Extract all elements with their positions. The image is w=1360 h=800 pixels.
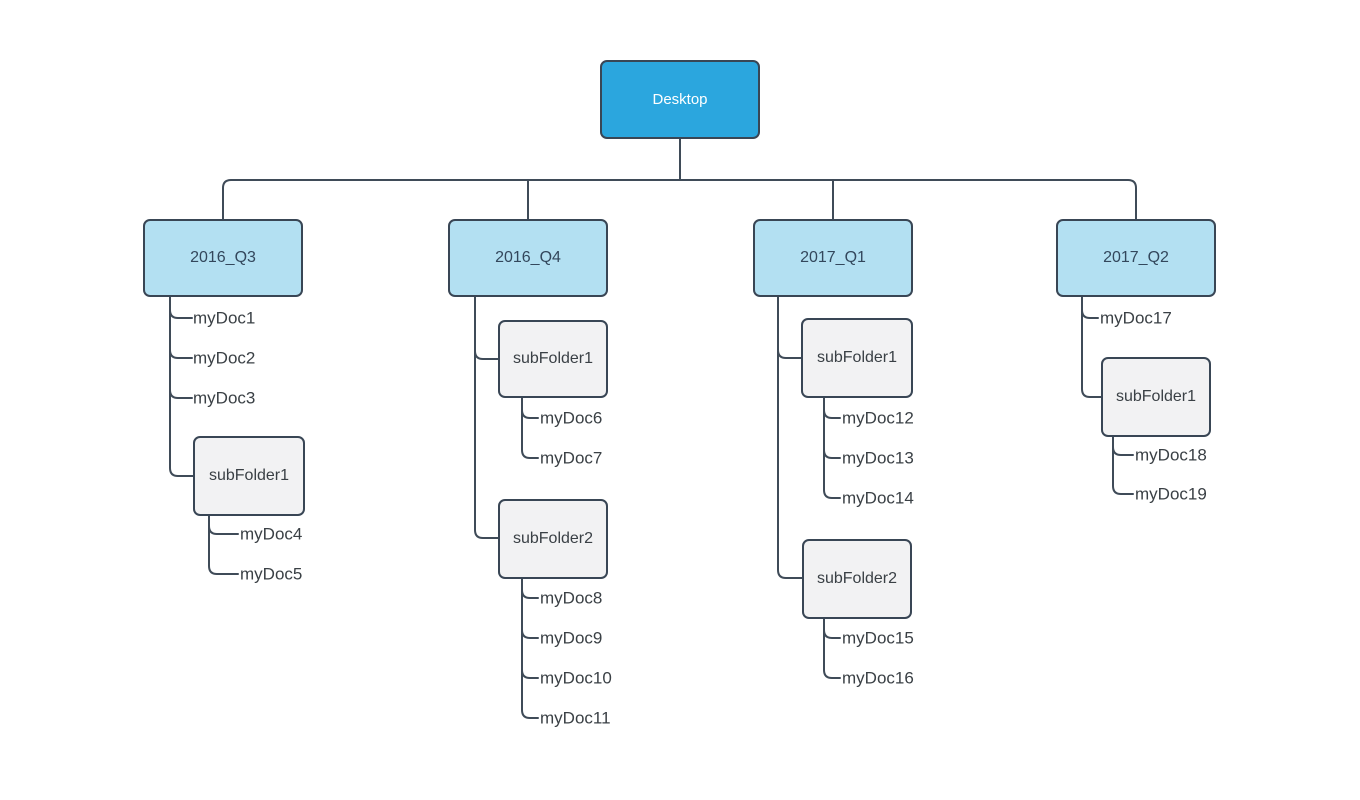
- doc-mydoc10: myDoc10: [540, 668, 612, 688]
- connector-q4-trunk: [474, 296, 499, 539]
- doc-mydoc8: myDoc8: [540, 588, 603, 608]
- doc-mydoc5: myDoc5: [240, 564, 303, 584]
- node-q2-subfolder1: subFolder1: [1101, 357, 1211, 437]
- connector-q4-doc8: [521, 589, 539, 599]
- doc-mydoc2: myDoc2: [193, 348, 256, 368]
- connector-q3-doc4: [208, 525, 239, 535]
- doc-mydoc12: myDoc12: [842, 408, 914, 428]
- connector-q4-doc9: [521, 629, 539, 639]
- doc-mydoc3: myDoc3: [193, 388, 256, 408]
- connector-q3-doc1: [169, 309, 193, 319]
- connector-q1-sub1-trunk: [823, 397, 841, 499]
- node-q1-subfolder2: subFolder2: [802, 539, 912, 619]
- connector-q2-doc17: [1081, 309, 1099, 319]
- doc-mydoc9: myDoc9: [540, 628, 603, 648]
- connector-q1-doc12: [823, 409, 841, 419]
- connector-bus: [222, 179, 1137, 220]
- connector-q3-trunk: [169, 296, 194, 477]
- connector-q4-sub2-trunk: [521, 578, 539, 719]
- node-q3-subfolder1: subFolder1: [193, 436, 305, 516]
- doc-mydoc6: myDoc6: [540, 408, 603, 428]
- node-2016-q4: 2016_Q4: [448, 219, 608, 297]
- node-2016-q3-label: 2016_Q3: [190, 249, 256, 266]
- doc-mydoc1: myDoc1: [193, 308, 256, 328]
- doc-mydoc19: myDoc19: [1135, 484, 1207, 504]
- connector-q1-doc15: [823, 629, 841, 639]
- connector-q4-sub1: [474, 350, 499, 360]
- node-q4-subfolder2-label: subFolder2: [512, 530, 594, 547]
- connector-q4-doc10: [521, 669, 539, 679]
- node-desktop-label: Desktop: [652, 91, 708, 108]
- doc-mydoc4: myDoc4: [240, 524, 303, 544]
- node-2017-q2: 2017_Q2: [1056, 219, 1216, 297]
- node-q2-subfolder1-label: subFolder1: [1115, 388, 1197, 405]
- connector-q2-doc18: [1112, 446, 1134, 456]
- node-q1-subfolder2-label: subFolder2: [816, 570, 898, 587]
- node-q1-subfolder1-label: subFolder1: [816, 349, 898, 366]
- doc-mydoc14: myDoc14: [842, 488, 914, 508]
- node-2017-q2-label: 2017_Q2: [1103, 249, 1169, 266]
- connector-q1-sub1: [777, 349, 802, 359]
- connector-q3-sub1-trunk: [208, 515, 239, 575]
- connector-q2-trunk: [1081, 296, 1102, 398]
- connector-q3-doc2: [169, 349, 193, 359]
- node-q4-subfolder1-label: subFolder1: [512, 350, 594, 367]
- node-2017-q1-label: 2017_Q1: [800, 249, 866, 266]
- node-2016-q3: 2016_Q3: [143, 219, 303, 297]
- doc-mydoc18: myDoc18: [1135, 445, 1207, 465]
- doc-mydoc13: myDoc13: [842, 448, 914, 468]
- doc-mydoc7: myDoc7: [540, 448, 603, 468]
- connector-q1-doc13: [823, 449, 841, 459]
- node-2016-q4-label: 2016_Q4: [495, 249, 561, 266]
- connector-q3-doc3: [169, 389, 193, 399]
- node-desktop: Desktop: [600, 60, 760, 139]
- connector-q1-sub2-trunk: [823, 618, 841, 679]
- node-q1-subfolder1: subFolder1: [801, 318, 913, 398]
- doc-mydoc11: myDoc11: [540, 708, 611, 728]
- node-q3-subfolder1-label: subFolder1: [208, 467, 290, 484]
- doc-mydoc16: myDoc16: [842, 668, 914, 688]
- connector-q4-doc6: [521, 409, 539, 419]
- doc-mydoc15: myDoc15: [842, 628, 914, 648]
- node-q4-subfolder2: subFolder2: [498, 499, 608, 579]
- connector-q2-sub1-trunk: [1112, 436, 1134, 495]
- doc-mydoc17: myDoc17: [1100, 308, 1172, 328]
- connector-q4-sub1-trunk: [521, 397, 539, 459]
- connector-q1-trunk: [777, 296, 803, 579]
- node-2017-q1: 2017_Q1: [753, 219, 913, 297]
- node-q4-subfolder1: subFolder1: [498, 320, 608, 398]
